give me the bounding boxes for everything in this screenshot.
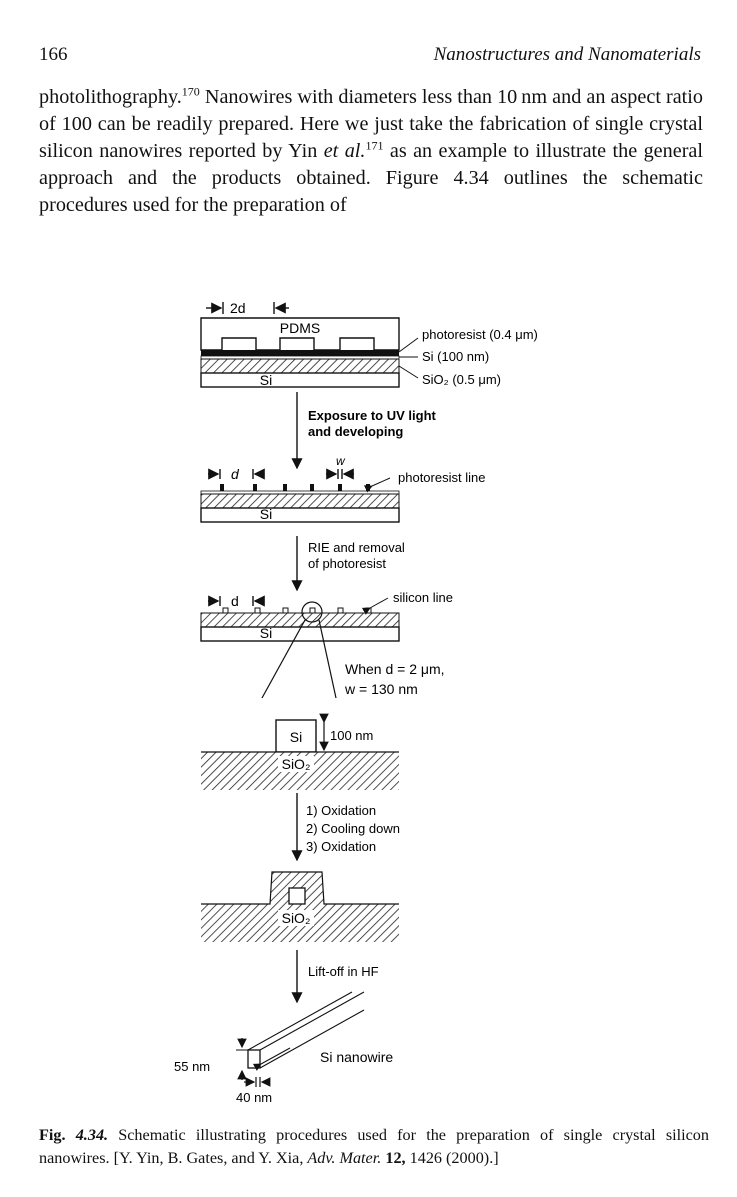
- magnify-circle: [301, 601, 323, 623]
- photoresist-layer: [201, 350, 399, 356]
- pdms-label: PDMS: [280, 320, 320, 336]
- step2-dim-w-label: w: [336, 454, 346, 468]
- step3-dim-d-label: d: [231, 593, 239, 609]
- nanowire-width-label: 40 nm: [236, 1090, 272, 1105]
- zoom-height-label: 100 nm: [330, 728, 373, 743]
- step3-stack: d Si silicon line When d = 2: [200, 590, 453, 699]
- layer-photoresist-label: photoresist (0.4 μm): [422, 327, 538, 342]
- zoom-oxide-label: SiO₂: [282, 756, 311, 772]
- figure-caption: Fig. 4.34. Schematic illustrating proced…: [39, 1124, 709, 1170]
- step2-dim-d-label: d: [231, 466, 240, 482]
- arrow1-line2: and developing: [308, 424, 403, 439]
- silicon-line-label: silicon line: [393, 590, 453, 605]
- step6-nanowire: Si nanowire 55 nm 40 nm: [174, 991, 393, 1105]
- step3-dim-d: d: [208, 593, 265, 609]
- photoresist-line-label: photoresist line: [398, 470, 485, 485]
- arrow3-line1: 1) Oxidation: [306, 803, 376, 818]
- step1-substrate-label: Si: [260, 372, 272, 388]
- fabrication-schematic: 2d PDMS Si photoresist (0.4 μm) S: [174, 300, 538, 1105]
- silicon-lines: [222, 607, 372, 614]
- caption-text-2: 1426 (2000).]: [405, 1149, 499, 1167]
- arrow1-line1: Exposure to UV light: [308, 408, 437, 423]
- caption-label: Fig.: [39, 1126, 76, 1144]
- step4-zoom: Si 100 nm SiO₂: [201, 713, 399, 790]
- page-header: 166 Nanostructures and Nanomaterials: [39, 44, 701, 68]
- nanowire-height-label: 55 nm: [174, 1059, 210, 1074]
- sio2-layer: [200, 358, 400, 374]
- photoresist-lines: [220, 484, 370, 491]
- body-text-1: photolithography.: [39, 86, 182, 108]
- condition-line-1: When d = 2 μm,: [345, 661, 445, 677]
- layer-sio2-label: SiO₂ (0.5 μm): [422, 372, 501, 387]
- figure-4-34: 2d PDMS Si photoresist (0.4 μm) S: [160, 290, 580, 1120]
- process-arrow-4: Lift-off in HF: [291, 950, 379, 1004]
- arrow2-line1: RIE and removal: [308, 540, 405, 555]
- zoom-si-label: Si: [290, 729, 302, 745]
- arrow2-line2: of photoresist: [308, 556, 386, 571]
- arrow3-line3: 3) Oxidation: [306, 839, 376, 854]
- condition-line-2: w = 130 nm: [344, 681, 418, 697]
- running-title: Nanostructures and Nanomaterials: [433, 44, 701, 65]
- step1-dim-2d: 2d: [206, 300, 289, 316]
- step2-dim-d: d: [208, 466, 265, 482]
- page-number: 166: [39, 44, 68, 65]
- layer-si-label: Si (100 nm): [422, 349, 489, 364]
- oxidized-profile: [201, 872, 399, 942]
- caption-volume: 12,: [381, 1149, 406, 1167]
- step2-substrate-label: Si: [260, 506, 272, 522]
- et-al: et al.: [323, 140, 366, 162]
- body-text-2: Nanowires with diameters less than 10 nm…: [39, 86, 703, 162]
- step5-oxidized: SiO₂: [201, 871, 399, 942]
- process-arrow-1: Exposure to UV light and developing: [291, 392, 437, 470]
- step5-oxide-label: SiO₂: [282, 910, 311, 926]
- process-arrow-3: 1) Oxidation 2) Cooling down 3) Oxidatio…: [291, 793, 400, 862]
- caption-text-1: Schematic illustrating procedures used f…: [39, 1126, 709, 1167]
- step1-dim-label: 2d: [230, 300, 246, 316]
- caption-number: 4.34.: [75, 1126, 109, 1144]
- citation-171: 171: [365, 138, 384, 153]
- step1-stack: 2d PDMS Si photoresist (0.4 μm) S: [200, 300, 538, 388]
- arrow4-line1: Lift-off in HF: [308, 964, 379, 979]
- step2-stack: d w: [200, 454, 485, 523]
- citation-170: 170: [181, 84, 200, 99]
- step2-dim-w: w: [326, 454, 354, 480]
- nanowire-label: Si nanowire: [320, 1049, 393, 1065]
- si-substrate: [200, 372, 400, 388]
- caption-journal: Adv. Mater.: [307, 1149, 382, 1167]
- nanowire-end: [247, 1049, 261, 1069]
- process-arrow-2: RIE and removal of photoresist: [291, 536, 405, 592]
- arrow3-line2: 2) Cooling down: [306, 821, 400, 836]
- body-text-3: as an example to illustrate the general …: [39, 140, 703, 216]
- step3-substrate-label: Si: [260, 625, 272, 641]
- si-core: [288, 887, 306, 905]
- body-paragraph: photolithography.170 Nanowires with diam…: [39, 84, 703, 219]
